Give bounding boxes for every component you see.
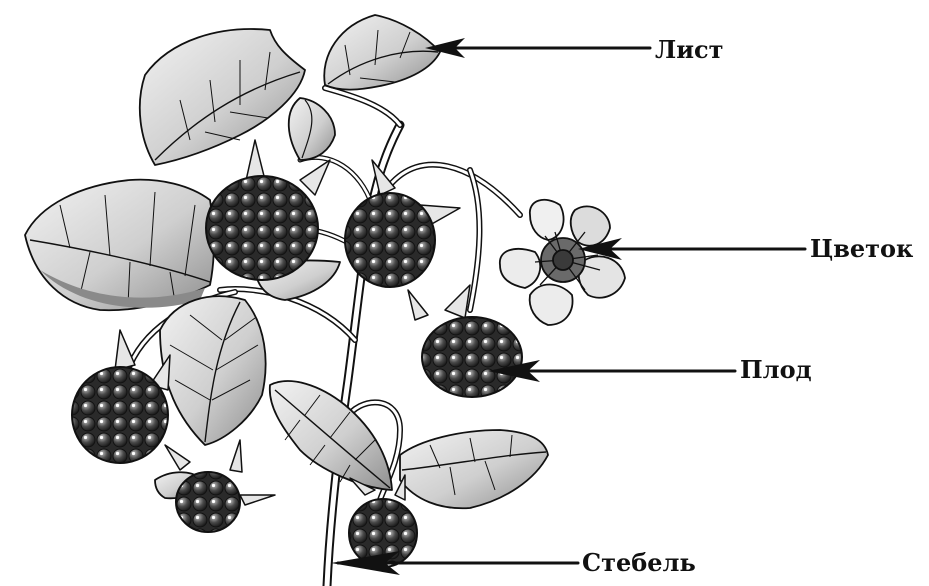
leaf-bottom-right (400, 430, 548, 508)
leaf-top-right (324, 15, 440, 90)
arrow-flower (578, 238, 805, 260)
arrow-fruit (488, 360, 735, 382)
berry-left (72, 367, 168, 463)
label-leaf: Лист (655, 35, 724, 64)
arrow-leaf (425, 38, 650, 58)
petal-left (500, 249, 540, 288)
label-fruit: Плод (740, 355, 812, 384)
leaf-left-center (160, 296, 266, 445)
flower (500, 200, 625, 325)
leaf-top-left (140, 29, 305, 165)
berry-center (345, 193, 435, 287)
petal-top (530, 200, 564, 240)
leaf-bottom-center (270, 381, 392, 490)
label-flower: Цветок (810, 234, 913, 263)
berry-top-center (206, 176, 318, 280)
label-stem: Стебель (582, 548, 696, 577)
leaf-left-large (25, 180, 214, 311)
leaf-small-upper (289, 98, 335, 160)
petal-bottom (530, 284, 573, 325)
petal-right-top (571, 206, 610, 245)
berry-right (422, 317, 522, 397)
berry-lower-left (176, 472, 240, 532)
